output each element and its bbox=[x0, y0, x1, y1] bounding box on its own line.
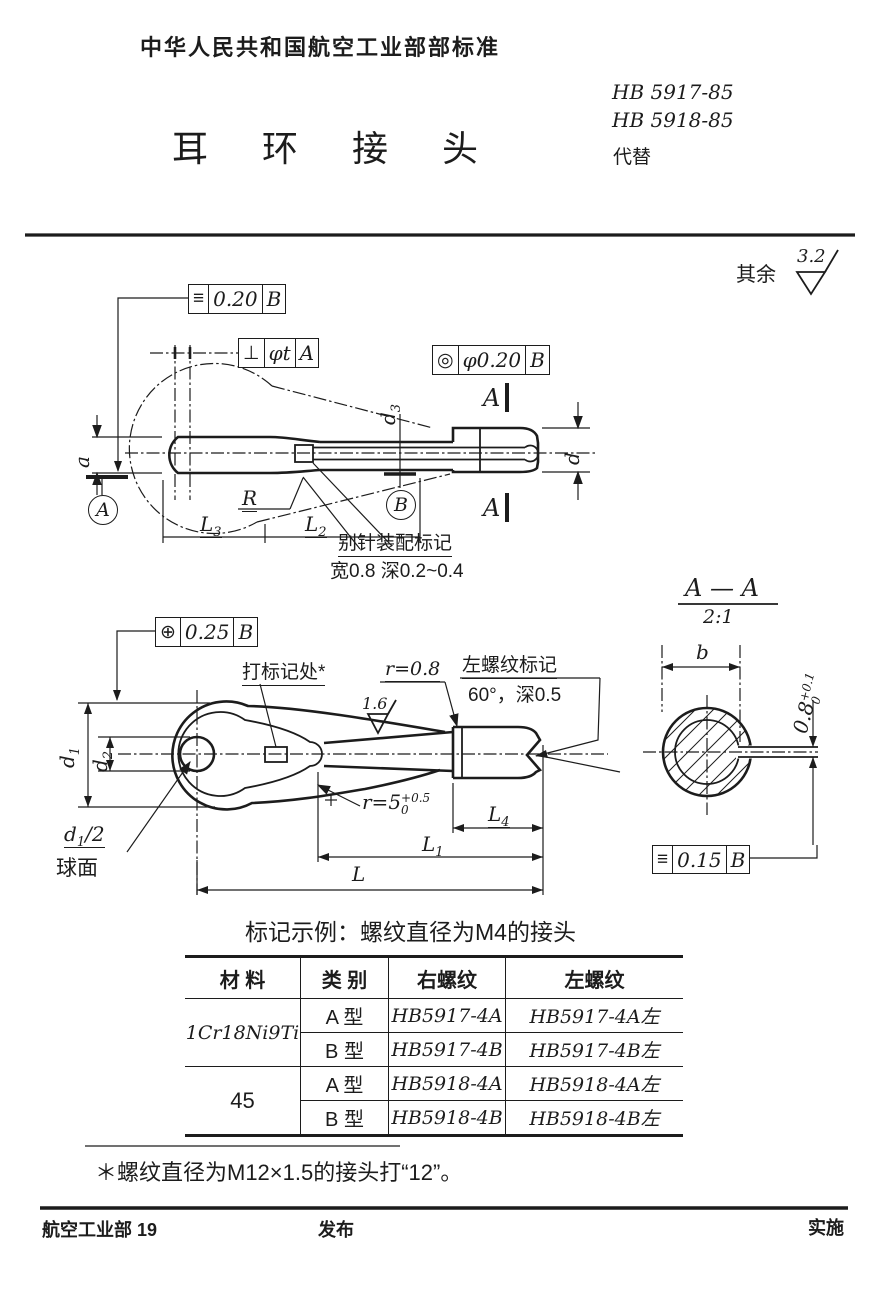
drawing1-datum-A bbox=[86, 475, 128, 495]
drawing2-r08-leader bbox=[380, 681, 459, 728]
left-thread-note-line1: 左螺纹标记 bbox=[462, 650, 558, 679]
fcf-symmetry-020: ≡ 0.20 B bbox=[188, 284, 287, 314]
cell-right: HB5918-4B bbox=[388, 1100, 505, 1134]
cell-type: A 型 bbox=[300, 1066, 388, 1100]
datum-A-symbol: A bbox=[88, 495, 118, 525]
position-icon: ⊕ bbox=[160, 621, 176, 643]
section-arrow-A-bottom: A bbox=[483, 494, 501, 522]
designation-table: 材 料 类 别 右螺纹 左螺纹 1Cr18Ni9Ti A 型 HB5917-4A… bbox=[185, 955, 683, 1137]
sphere-note-text: 球面 bbox=[56, 857, 98, 880]
footer-publish-label: 发布 bbox=[318, 1220, 354, 1240]
fcf-concentricity: ◎ φ0.20 B bbox=[432, 345, 550, 375]
section-title: A — A bbox=[685, 574, 759, 602]
footnote-text: ＊螺纹直径为M12×1.5的接头打“12”。 bbox=[95, 1160, 463, 1185]
symmetry-icon: ≡ bbox=[657, 848, 669, 870]
dim-d1-label: d1 bbox=[55, 746, 83, 768]
cell-left: HB5918-4A左 bbox=[505, 1066, 683, 1100]
dim-L2-label: L2 bbox=[305, 512, 327, 540]
dim-a-label: a bbox=[70, 456, 94, 468]
dim-b-label: b bbox=[696, 640, 709, 664]
doc-title: 耳 环 接 头 bbox=[172, 128, 501, 169]
cell-right: HB5918-4A bbox=[388, 1066, 505, 1100]
drawing2-dim-d1 bbox=[78, 702, 215, 808]
cell-right: HB5917-4A bbox=[388, 998, 505, 1032]
cell-left: HB5918-4B左 bbox=[505, 1100, 683, 1134]
standard-number-1: HB 5917-85 bbox=[612, 80, 734, 104]
drawing2-fcf-leader bbox=[113, 630, 155, 701]
section-scale: 2:1 bbox=[703, 606, 734, 628]
col-header-left-thread: 左螺纹 bbox=[505, 958, 683, 998]
perpendicularity-icon: ⊥ bbox=[243, 342, 260, 364]
mark-location-note: 打标记处* bbox=[242, 657, 326, 686]
left-thread-note-line2: 60°，深0.5 bbox=[468, 685, 562, 706]
finish-value: 1.6 bbox=[362, 694, 388, 713]
drawing1-dim-d3-datum-B bbox=[384, 414, 416, 488]
roughness-symbol bbox=[795, 249, 839, 296]
section-centerlines bbox=[643, 695, 818, 815]
col-header-right-thread: 右螺纹 bbox=[388, 958, 505, 998]
drawing2-finish-mark bbox=[366, 699, 397, 735]
cell-right: HB5917-4B bbox=[388, 1032, 505, 1066]
marking-example-line: 标记示例：螺纹直径为M4的接头 bbox=[245, 919, 576, 945]
drawing2-centerlines bbox=[118, 690, 608, 895]
section-dim-b bbox=[661, 645, 741, 742]
drawing1-R-leader bbox=[238, 477, 304, 510]
drawing2-dims-L bbox=[196, 745, 544, 895]
dim-L3-label: L3 bbox=[200, 512, 222, 540]
drawing2-sphere-leader bbox=[126, 761, 191, 853]
symmetry-icon: ≡ bbox=[193, 288, 205, 309]
datum-B-symbol: B bbox=[386, 490, 416, 520]
dim-L4-label: L4 bbox=[488, 802, 510, 830]
pin-note-line2: 宽0.8 深0.2~0.4 bbox=[330, 561, 464, 582]
dim-d-label: d bbox=[560, 452, 584, 465]
pin-note-line1: 别针装配标记 bbox=[338, 528, 453, 557]
drawing2-part-outline bbox=[171, 700, 543, 811]
r08-note: r=0.8 bbox=[385, 658, 441, 682]
cell-type: B 型 bbox=[300, 1032, 388, 1066]
col-header-type: 类 别 bbox=[300, 958, 388, 998]
standard-number-2: HB 5918-85 bbox=[612, 108, 734, 132]
dim-L1-label: L1 bbox=[422, 832, 444, 860]
footer-implement-label: 实施 bbox=[808, 1218, 844, 1238]
cell-material-2: 45 bbox=[185, 1066, 300, 1134]
dim-R-label: R bbox=[242, 486, 258, 512]
section-dim-slot bbox=[809, 700, 817, 845]
replaces-label: 代替 bbox=[613, 147, 652, 168]
cell-left: HB5917-4B左 bbox=[505, 1032, 683, 1066]
fcf-perpendicularity: ⊥ φt A bbox=[238, 338, 320, 368]
drawing1-dims-L3-L2 bbox=[162, 478, 421, 543]
drawing2-dim-d2 bbox=[98, 736, 190, 772]
dim-d2-label: d2 bbox=[88, 750, 116, 772]
concentricity-icon: ◎ bbox=[437, 349, 454, 371]
roughness-value: 3.2 bbox=[797, 246, 826, 267]
section-hatching bbox=[663, 708, 751, 796]
cell-material-1: 1Cr18Ni9Ti bbox=[185, 998, 300, 1066]
cell-type: B 型 bbox=[300, 1100, 388, 1134]
drawing1-dim-d bbox=[542, 402, 590, 500]
section-arrow-A-top: A bbox=[483, 384, 501, 412]
drawing2-r5-leader bbox=[316, 784, 361, 807]
sphere-note-d-half: d1/2 bbox=[64, 822, 105, 850]
section-fcf-leader bbox=[749, 845, 818, 859]
fcf-symmetry-015: ≡ 0.15 B bbox=[652, 845, 751, 874]
footer-issuer: 航空工业部 19 bbox=[42, 1220, 158, 1240]
standard-title: 中华人民共和国航空工业部部标准 bbox=[140, 35, 501, 60]
roughness-prefix: 其余 bbox=[736, 264, 776, 286]
drawing1-phantom-head-outline bbox=[128, 362, 451, 535]
dim-L-label: L bbox=[352, 862, 366, 886]
fcf-position: ⊕ 0.25 B bbox=[155, 617, 259, 647]
drawing1-part-outline bbox=[168, 426, 540, 475]
cell-type: A 型 bbox=[300, 998, 388, 1032]
dim-d3-label: d3 bbox=[376, 403, 404, 425]
drawing1-fcf2-leader bbox=[150, 347, 238, 359]
drawing1-fcf1-leader bbox=[114, 297, 188, 472]
col-header-material: 材 料 bbox=[219, 969, 266, 992]
drawing2-mark-leader bbox=[259, 683, 277, 748]
cell-left: HB5917-4A左 bbox=[505, 998, 683, 1032]
